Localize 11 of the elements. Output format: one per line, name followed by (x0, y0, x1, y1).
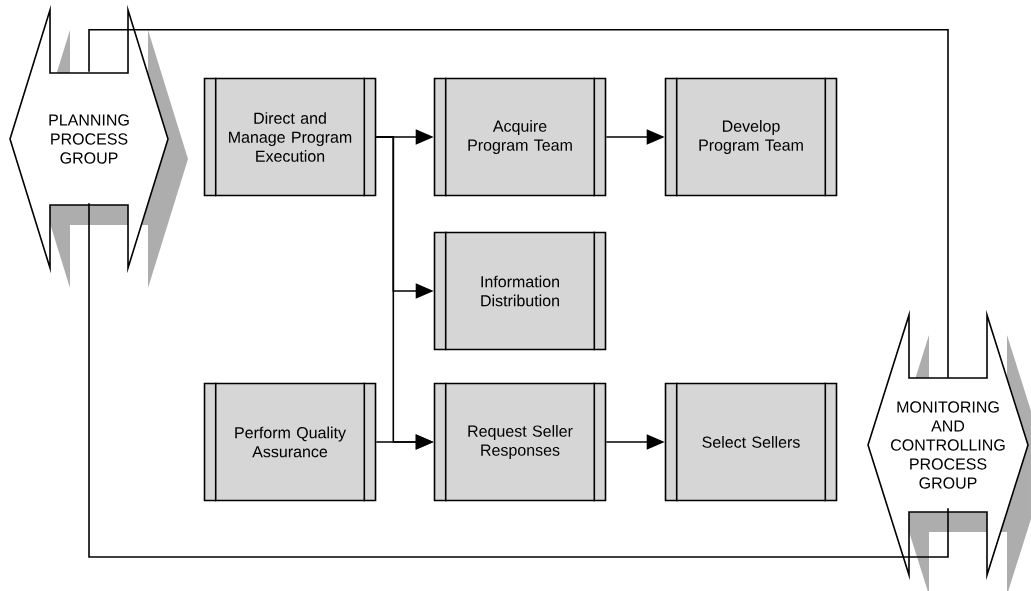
process-box: Select Sellers (664, 381, 838, 503)
process-box: Develop Program Team (664, 76, 838, 198)
process-box: Acquire Program Team (433, 76, 607, 198)
process-box: Information Distribution (433, 230, 607, 352)
process-box: Perform Quality Assurance (203, 381, 377, 503)
process-box: Request Seller Responses (433, 381, 607, 503)
process-box: Direct and Manage Program Execution (203, 76, 377, 198)
process-group-hexagon: MONITORING AND CONTROLLING PROCESS GROUP (867, 309, 1031, 591)
connector (88, 29, 949, 379)
process-group-hexagon: PLANNING PROCESS GROUP (9, 4, 188, 288)
connector (88, 202, 949, 558)
